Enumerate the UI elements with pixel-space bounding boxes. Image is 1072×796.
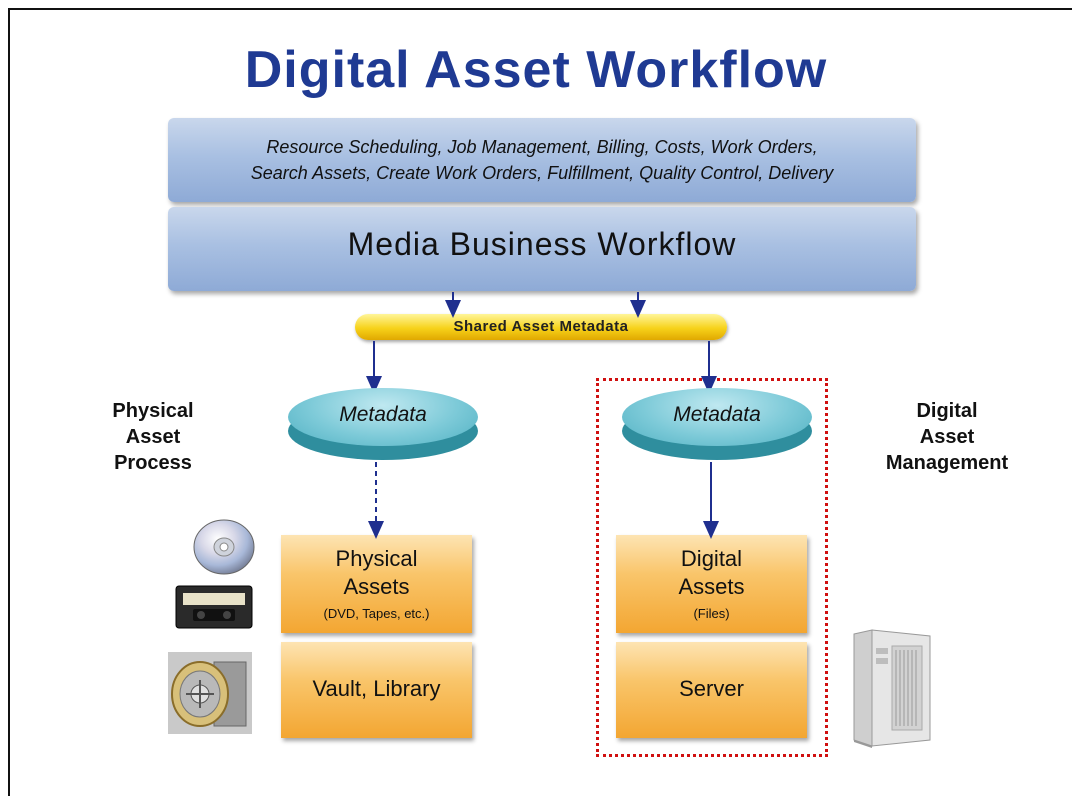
business-functions-line-2: Search Assets, Create Work Orders, Fulfi…	[250, 163, 834, 183]
physical-assets-sub: (DVD, Tapes, etc.)	[323, 606, 430, 621]
digital-assets-line-2: Assets	[678, 574, 745, 599]
media-business-workflow-label: Media Business Workflow	[347, 226, 737, 262]
slide-frame	[8, 8, 1072, 796]
digital-metadata-label: Metadata	[673, 403, 761, 426]
page-title: Digital Asset Workflow	[244, 41, 828, 99]
vault-library-label: Vault, Library	[312, 676, 441, 701]
physical-label-line-1: Physical	[112, 400, 194, 422]
server-box: Server	[616, 642, 807, 738]
vault-library-box: Vault, Library	[281, 642, 472, 738]
physical-assets-line-2: Assets	[343, 574, 410, 599]
vault-door-icon	[168, 652, 252, 734]
shared-asset-metadata-bar: Shared Asset Metadata	[355, 314, 727, 340]
physical-assets-line-1: Physical	[335, 546, 418, 571]
digital-metadata-disc: Metadata	[622, 388, 812, 462]
server-tower-icon	[853, 629, 931, 748]
business-functions-line-1: Resource Scheduling, Job Management, Bil…	[266, 137, 818, 157]
physical-assets-box: Physical Assets (DVD, Tapes, etc.)	[281, 535, 472, 633]
media-business-workflow-band: Media Business Workflow	[168, 207, 916, 291]
digital-label-line-1: Digital	[916, 400, 978, 422]
physical-label-line-2: Asset	[125, 426, 181, 448]
physical-asset-process-label: Physical Asset Process	[88, 398, 218, 476]
digital-assets-line-1: Digital	[680, 546, 743, 571]
digital-asset-management-label: Digital Asset Management	[862, 398, 1032, 476]
digital-assets-box: Digital Assets (Files)	[616, 535, 807, 633]
server-label: Server	[679, 676, 744, 701]
physical-metadata-disc: Metadata	[288, 388, 478, 462]
vhs-tape-icon	[175, 585, 253, 629]
physical-label-line-3: Process	[114, 452, 192, 474]
business-functions-band: Resource Scheduling, Job Management, Bil…	[168, 118, 916, 202]
digital-label-line-2: Asset	[919, 426, 975, 448]
digital-label-line-3: Management	[885, 452, 1009, 474]
digital-assets-sub: (Files)	[693, 606, 730, 621]
physical-metadata-label: Metadata	[339, 403, 427, 426]
dvd-disc-icon	[193, 519, 255, 575]
